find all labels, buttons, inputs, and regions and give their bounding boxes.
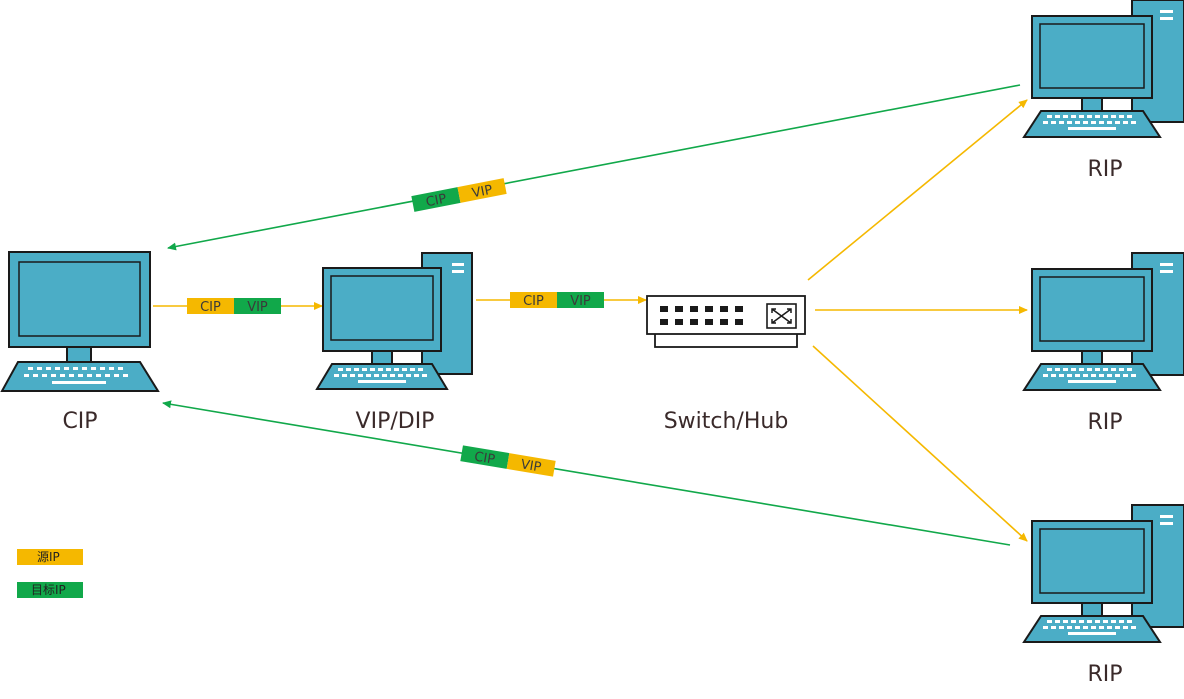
- switch-label: Switch/Hub: [664, 409, 789, 434]
- packet-source-field: [457, 178, 507, 203]
- real-server-bottom-node: RIP: [1022, 504, 1184, 687]
- packet-destination-label: CIP: [473, 449, 496, 467]
- packet-source-label: CIP: [523, 294, 544, 309]
- monitor-icon: [0, 251, 160, 392]
- director-node: VIP/DIP: [315, 252, 473, 434]
- packet-source-label: VIP: [520, 457, 543, 475]
- packet-destination-label: VIP: [247, 300, 268, 315]
- packet-destination-label: VIP: [570, 294, 591, 309]
- legend-destination-swatch: [17, 582, 83, 598]
- packet-destination-field: [557, 292, 604, 308]
- legend-destination-ip: 目标IP: [17, 582, 83, 598]
- forward-line-switch-to-bottom-rip: [812, 345, 1028, 542]
- legend-source-swatch: [17, 549, 83, 565]
- real-server-top-label: RIP: [1087, 157, 1122, 182]
- desktop-computer-icon: [315, 252, 473, 390]
- desktop-computer-icon: [1022, 0, 1184, 138]
- forward-line-switch-to-top-rip: [807, 99, 1028, 281]
- real-server-top-node: RIP: [1022, 0, 1184, 182]
- legend-source-ip: 源IP: [17, 549, 83, 565]
- real-server-bottom-label: RIP: [1087, 662, 1122, 687]
- packet-client-to-director: CIP VIP: [187, 298, 281, 315]
- packet-director-to-switch: CIP VIP: [510, 292, 604, 309]
- legend-source-label: 源IP: [37, 550, 60, 564]
- network-switch-icon: [646, 295, 806, 348]
- packet-destination-field: [234, 298, 281, 314]
- reply-line-top-rip-to-client: [167, 84, 1021, 251]
- packet-destination-field: [460, 445, 510, 469]
- packet-source-label: VIP: [471, 183, 494, 202]
- switch-node: Switch/Hub: [646, 295, 806, 434]
- packet-top-reply: CIP VIP: [411, 178, 507, 212]
- director-label: VIP/DIP: [356, 409, 435, 434]
- connections: [153, 84, 1028, 546]
- client-node: CIP: [0, 251, 160, 434]
- reply-line-bottom-rip-to-client: [162, 400, 1011, 546]
- packet-destination-label: CIP: [425, 192, 448, 211]
- packet-bottom-reply: CIP VIP: [460, 445, 556, 477]
- packet-source-field: [510, 292, 557, 308]
- desktop-computer-icon: [1022, 504, 1184, 643]
- packet-source-field: [187, 298, 234, 314]
- legend: 源IP 目标IP: [17, 549, 83, 598]
- desktop-computer-icon: [1022, 252, 1184, 391]
- packet-source-label: CIP: [200, 300, 221, 315]
- real-server-mid-label: RIP: [1087, 410, 1122, 435]
- client-label: CIP: [62, 409, 97, 434]
- packet-destination-field: [411, 187, 461, 212]
- packet-source-field: [506, 453, 556, 477]
- legend-destination-label: 目标IP: [31, 583, 66, 597]
- real-server-mid-node: RIP: [1022, 252, 1184, 435]
